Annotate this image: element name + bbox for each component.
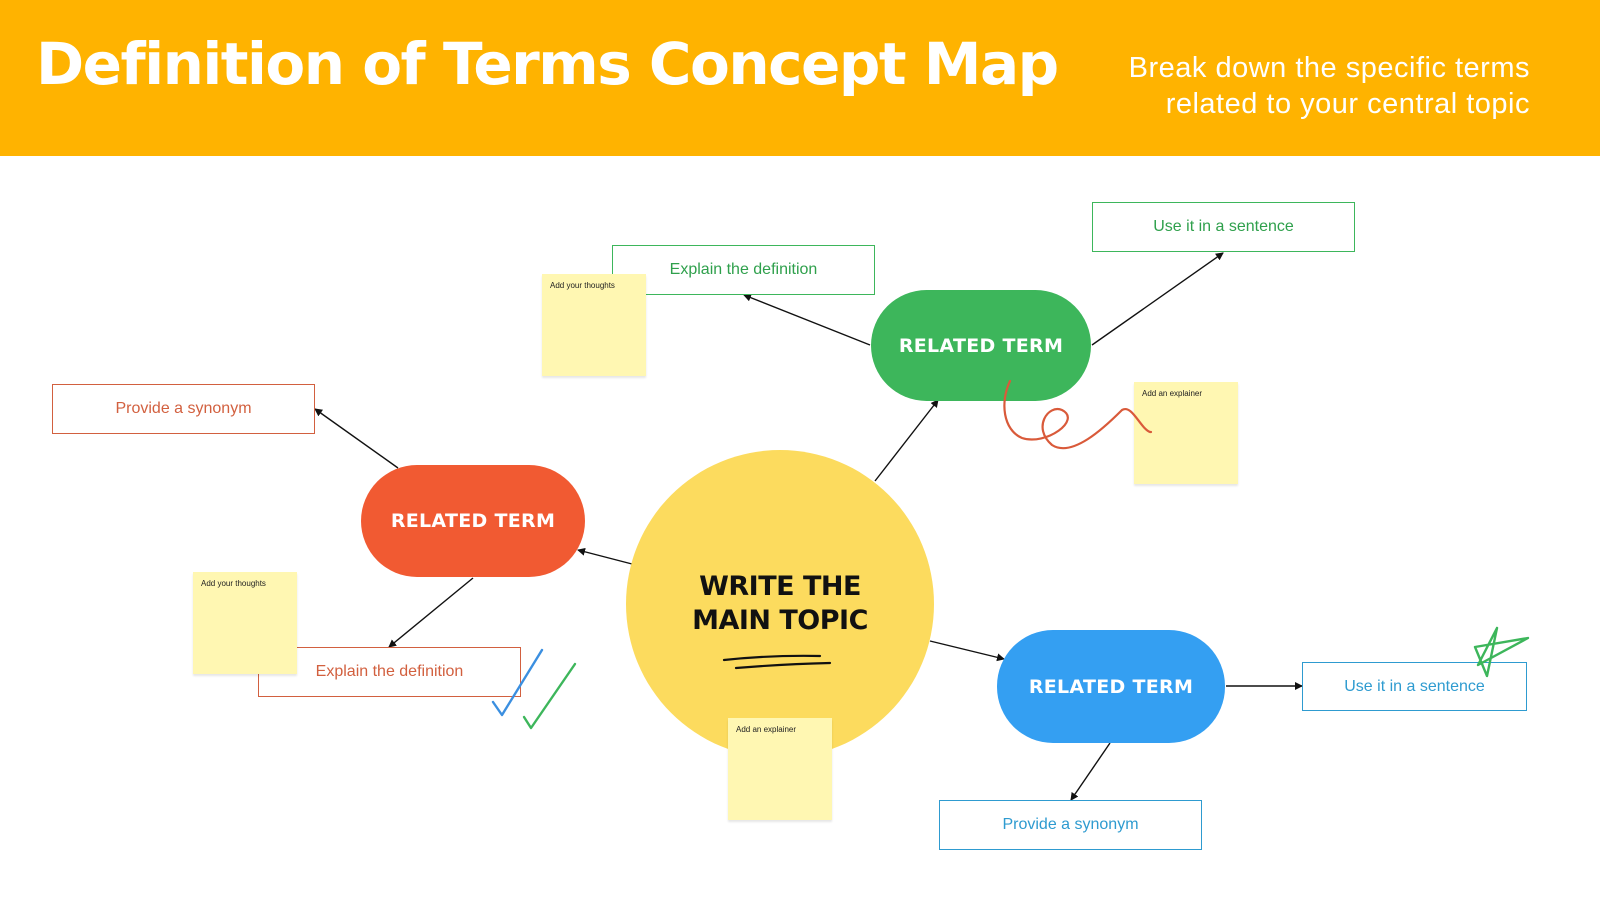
red-definition-box[interactable]: Explain the definition [258,647,521,697]
related-term-red[interactable]: RELATED TERM [361,465,585,577]
arrow-blue-to-synonym [1070,742,1111,801]
arrow-main-to-green [874,399,939,482]
sticky-note-bottom[interactable]: Add an explainer [728,718,832,820]
subtitle-line-2: related to your central topic [1165,88,1530,120]
arrow-green-to-sentence [1091,252,1224,346]
blue-checkmark [491,648,544,717]
main-topic-circle[interactable] [626,450,934,758]
green-checkmark [522,662,577,730]
squiggle-doodle [1003,379,1153,450]
blue-sentence-box[interactable]: Use it in a sentence [1302,662,1527,711]
connector-arrows [314,252,1303,801]
green-definition-box[interactable]: Explain the definition [612,245,875,295]
blue-synonym-box[interactable]: Provide a synonym [939,800,1202,850]
subtitle-line-1: Break down the specific terms [1128,52,1530,84]
green-sentence-box[interactable]: Use it in a sentence [1092,202,1355,252]
main-topic-line-1: WRITE THE [699,571,861,602]
underline-scribble [722,654,832,670]
main-topic-line-2: MAIN TOPIC [692,605,868,636]
arrow-red-to-synonym [314,408,399,469]
page-subtitle: Break down the specific terms related to… [970,50,1530,122]
arrow-red-to-definition [388,577,474,648]
related-term-blue[interactable]: RELATED TERM [997,630,1225,743]
red-synonym-box[interactable]: Provide a synonym [52,384,315,434]
sticky-note-top-left[interactable]: Add your thoughts [542,274,646,376]
arrow-green-to-definition [743,293,871,346]
page-title: Definition of Terms Concept Map [36,30,1059,98]
arrow-main-to-red [577,547,633,565]
sticky-note-left[interactable]: Add your thoughts [193,572,297,674]
main-topic-label: WRITE THE MAIN TOPIC [626,570,934,638]
arrow-main-to-blue [929,640,1005,662]
related-term-green[interactable]: RELATED TERM [871,290,1091,401]
header-banner: Definition of Terms Concept Map Break do… [0,0,1600,156]
green-star-doodle [1473,626,1530,678]
